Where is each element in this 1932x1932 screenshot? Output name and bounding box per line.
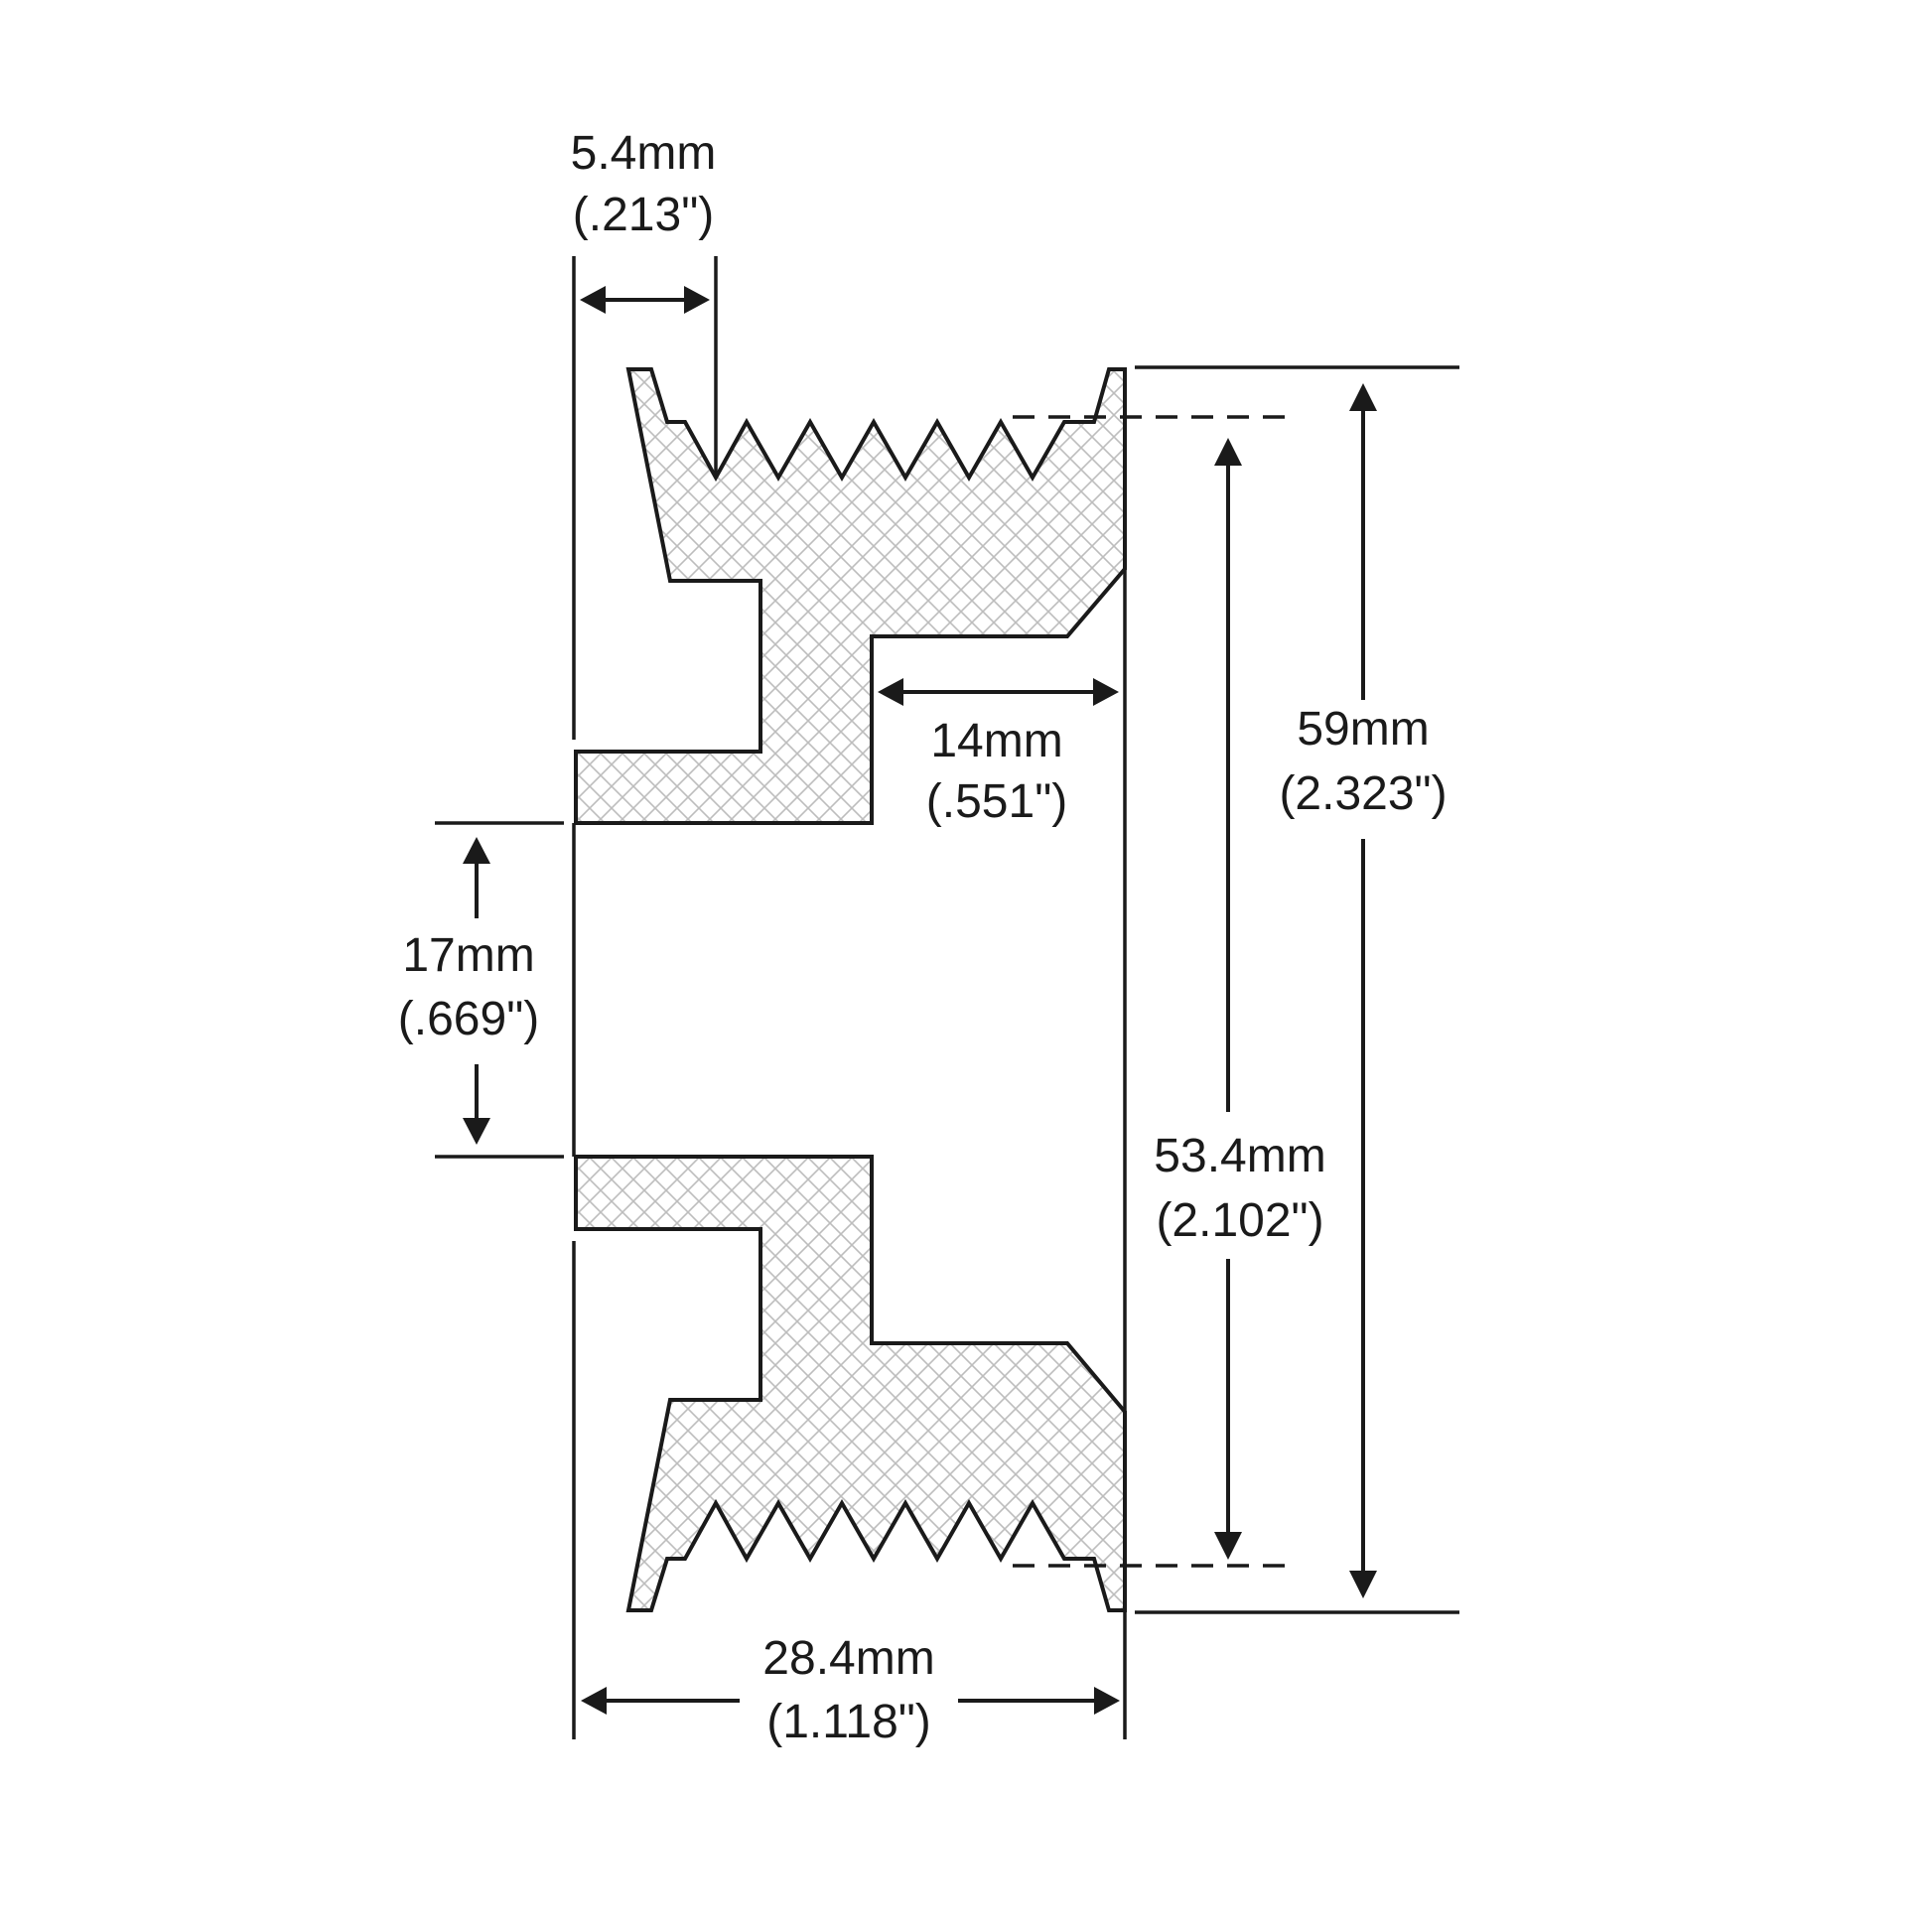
dim-bore-diameter: 17mm (.669"): [398, 837, 539, 1145]
dim-overall-width-imperial: (1.118"): [766, 1696, 931, 1748]
dim-effective-diameter-metric: 53.4mm: [1154, 1130, 1325, 1182]
dim-effective-diameter: 53.4mm (2.102"): [1154, 438, 1326, 1560]
dim-groove-offset: 5.4mm (.213"): [571, 127, 717, 314]
dim-outer-diameter-imperial: (2.323"): [1279, 767, 1447, 820]
dim-hub-length-metric: 14mm: [930, 715, 1062, 767]
dim-overall-width: 28.4mm (1.118"): [581, 1632, 1120, 1748]
dim-outer-diameter-metric: 59mm: [1297, 703, 1429, 756]
pulley-section-top: [574, 367, 1127, 825]
dim-hub-length-imperial: (.551"): [926, 775, 1067, 828]
dim-bore-diameter-metric: 17mm: [402, 929, 534, 982]
dim-bore-diameter-imperial: (.669"): [398, 993, 539, 1045]
dim-overall-width-metric: 28.4mm: [762, 1632, 934, 1685]
pulley-section-bottom: [574, 1155, 1127, 1612]
dim-groove-offset-metric: 5.4mm: [571, 127, 717, 180]
dim-groove-offset-imperial: (.213"): [573, 189, 714, 241]
dim-hub-length: 14mm (.551"): [878, 678, 1119, 828]
dim-effective-diameter-imperial: (2.102"): [1156, 1194, 1323, 1247]
dim-outer-diameter: 59mm (2.323"): [1279, 383, 1448, 1598]
